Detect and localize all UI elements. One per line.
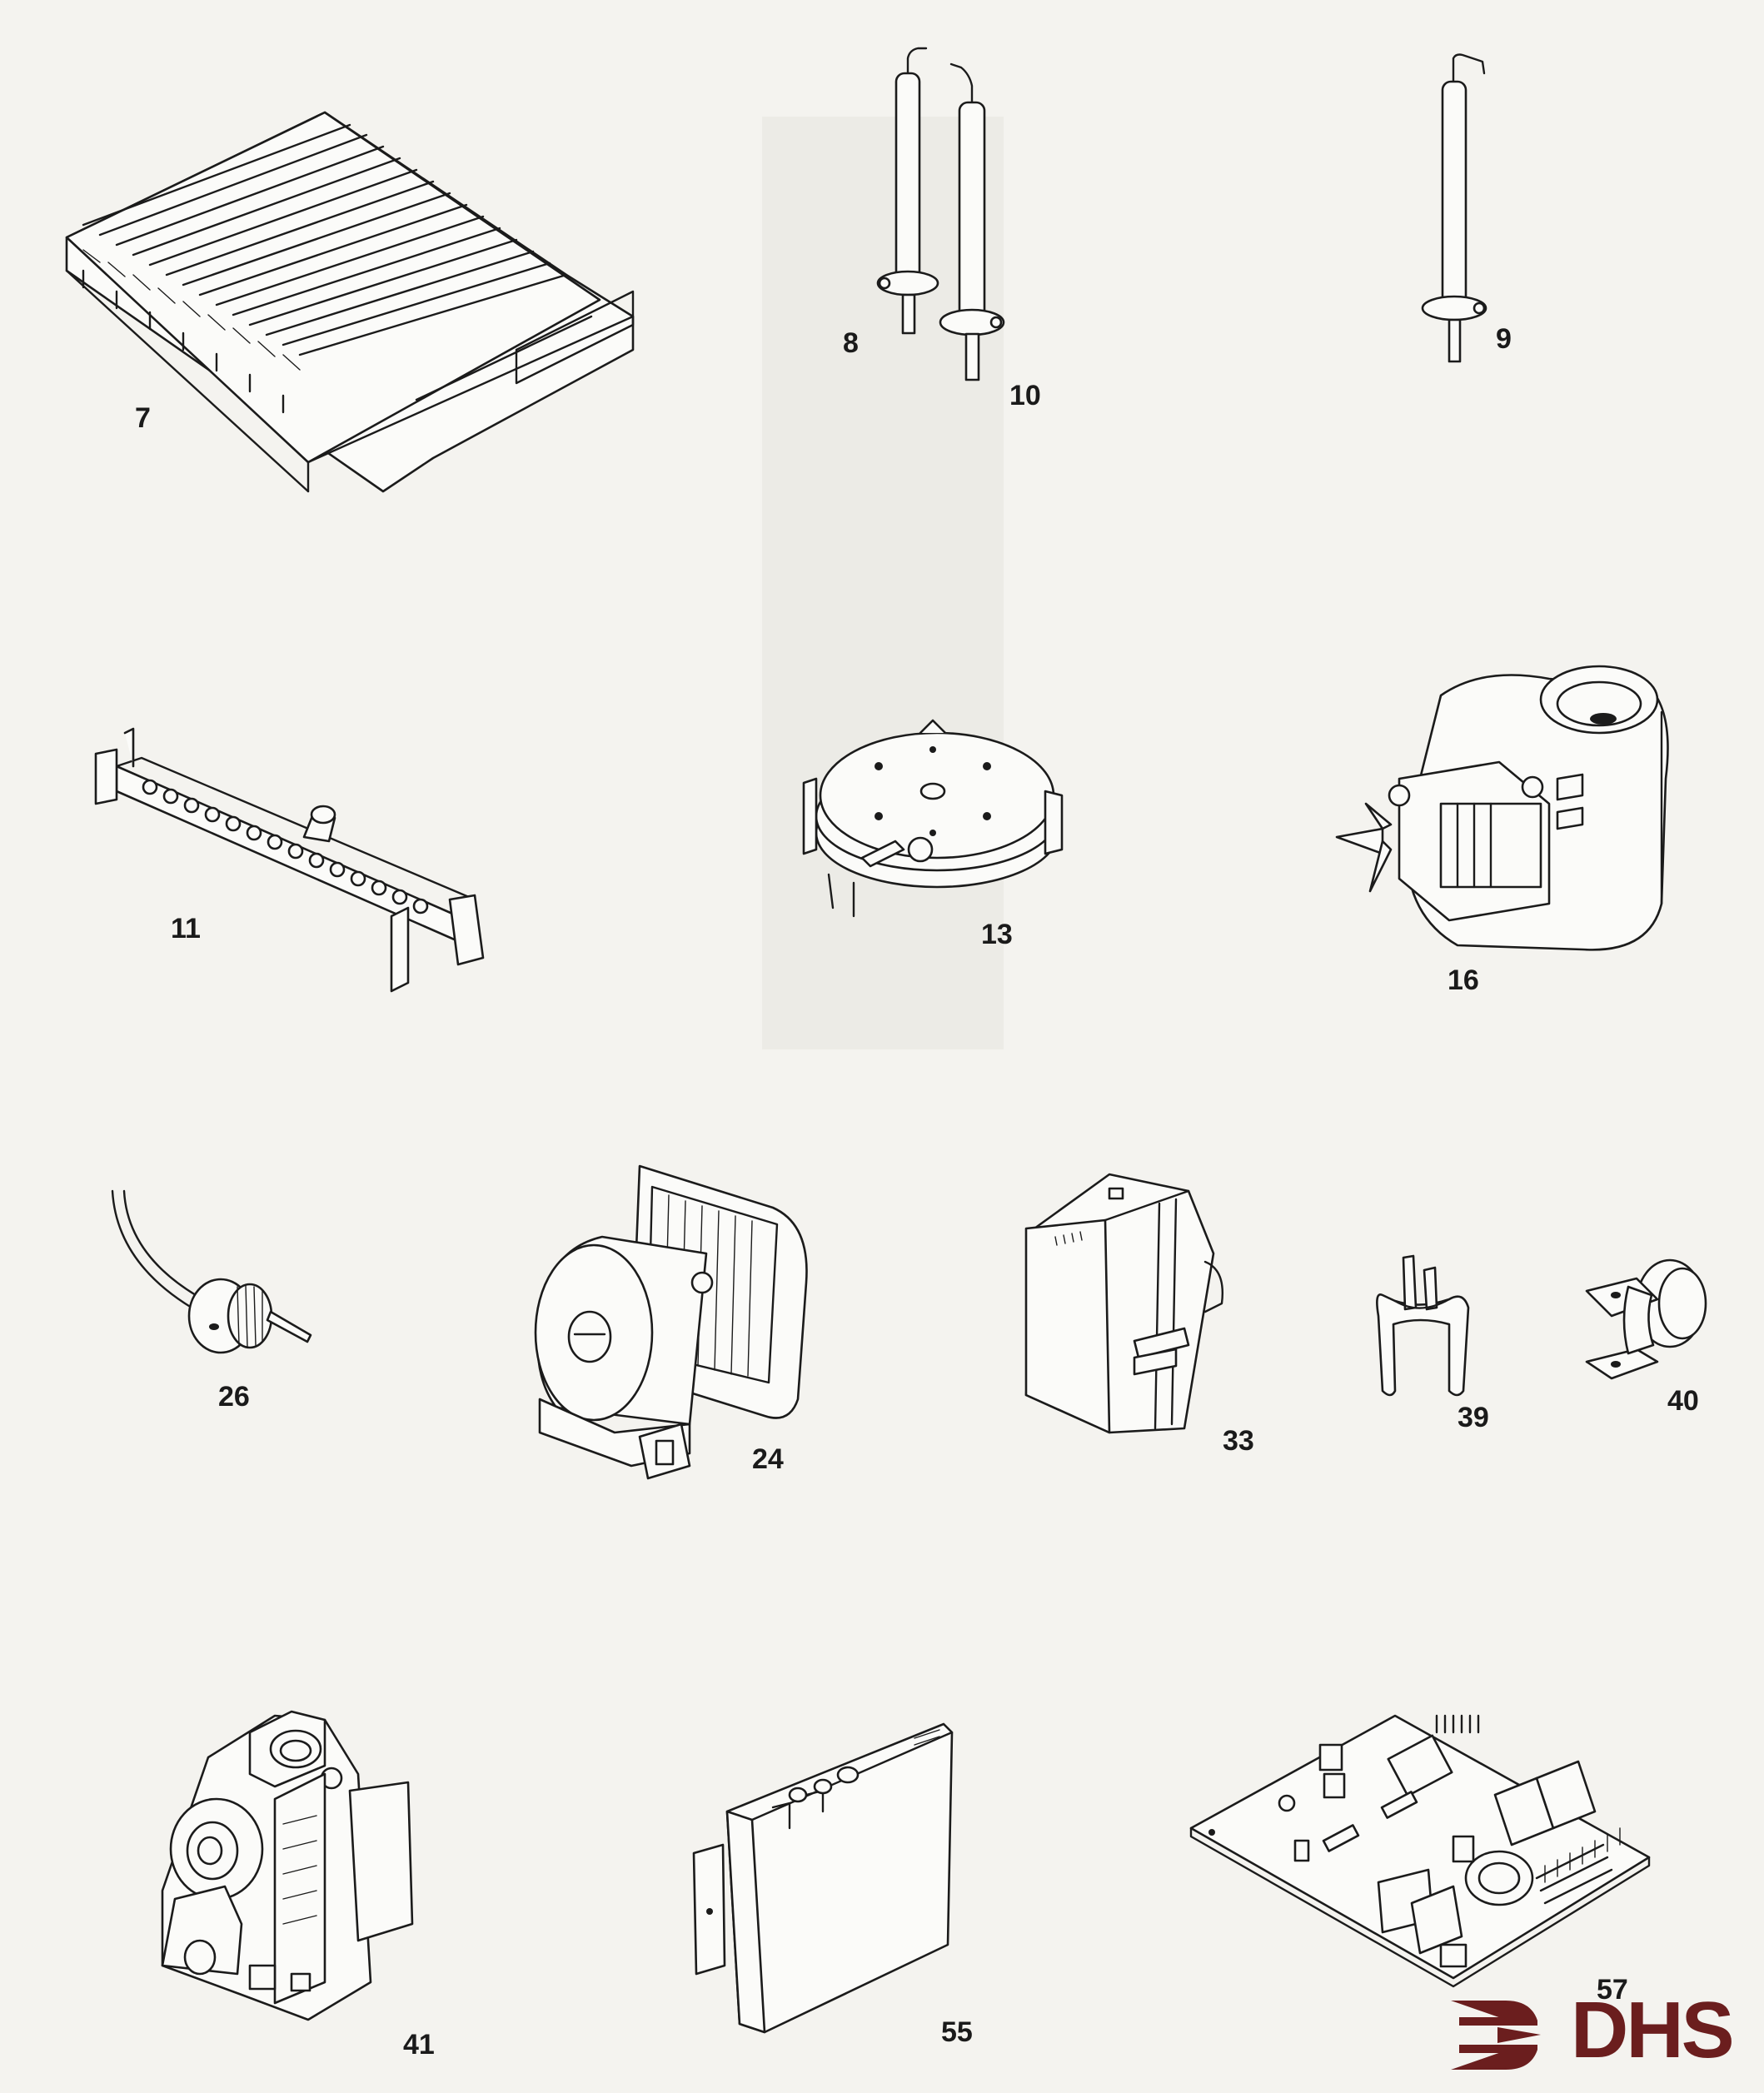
label-55: 55: [941, 2016, 973, 2048]
diverter-valve-motor-drawing: [1018, 1170, 1238, 1445]
label-41: 41: [403, 2029, 435, 2061]
burner-illustration: [50, 100, 650, 491]
label-7: 7: [135, 402, 151, 434]
control-box-drawing: [690, 1720, 956, 2036]
thermistor-clip-drawing: [1370, 1249, 1474, 1403]
label-26: 26: [218, 1381, 250, 1413]
pump-illustration: [523, 1158, 819, 1487]
burner-drawing: [50, 100, 650, 491]
pressure-switch-illustration: [795, 716, 1070, 920]
label-9: 9: [1496, 323, 1512, 355]
fan-illustration: [1333, 662, 1674, 954]
ignition-electrode-left-drawing: [866, 42, 958, 341]
injector-manifold-drawing: [92, 716, 491, 999]
label-16: 16: [1448, 964, 1479, 996]
diverter-motor-illustration: [1018, 1170, 1238, 1445]
gas-valve-drawing: [158, 1707, 425, 2036]
label-11: 11: [171, 913, 201, 944]
gas-valve-illustration: [158, 1707, 425, 2036]
sensor-illustration: [104, 1187, 316, 1366]
label-57: 57: [1597, 1974, 1628, 2006]
dhs-logo-text: DHS: [1571, 1986, 1735, 2075]
electrode-9-illustration: [1416, 50, 1507, 366]
dhs-logo-mark: [1451, 2001, 1541, 2070]
label-40: 40: [1667, 1385, 1699, 1417]
pcb-drawing: [1187, 1712, 1653, 1991]
ignition-electrode-right-drawing: [926, 62, 1026, 391]
overheat-thermostat-drawing: [1578, 1253, 1712, 1391]
label-33: 33: [1223, 1425, 1254, 1457]
manifold-illustration: [92, 716, 491, 999]
electrode-10-illustration: [926, 62, 1026, 391]
pump-drawing: [523, 1158, 819, 1487]
control-box-illustration: [690, 1720, 956, 2036]
fan-assembly-drawing: [1333, 662, 1674, 954]
pcb-illustration: [1187, 1712, 1653, 1991]
thermostat-illustration: [1578, 1253, 1712, 1391]
label-13: 13: [981, 919, 1013, 950]
label-24: 24: [752, 1443, 784, 1475]
label-39: 39: [1458, 1402, 1489, 1433]
electrode-8-illustration: [866, 42, 958, 341]
sensing-electrode-drawing: [1416, 50, 1507, 366]
label-10: 10: [1009, 380, 1041, 411]
dhs-logo: DHS: [1448, 1991, 1756, 2078]
label-8: 8: [843, 327, 859, 359]
clip-illustration: [1370, 1249, 1474, 1403]
temperature-sensor-drawing: [104, 1187, 316, 1366]
pressure-switch-drawing: [795, 716, 1070, 920]
